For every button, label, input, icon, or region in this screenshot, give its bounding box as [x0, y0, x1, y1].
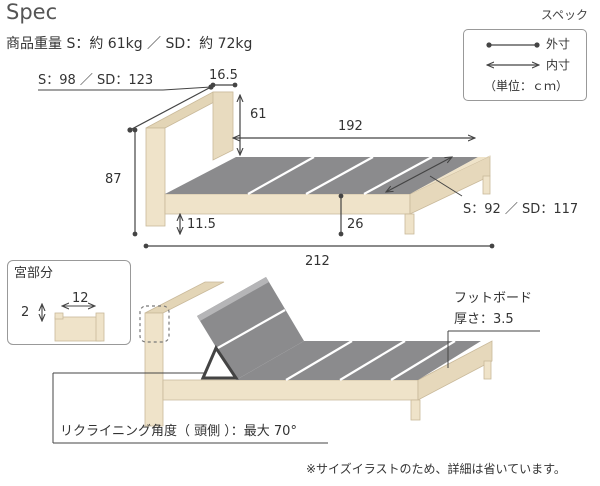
- bottom-reclined-back-edge: [197, 277, 269, 321]
- dim-slat-height: [338, 193, 344, 237]
- top-leg-back: [482, 175, 491, 195]
- footboard-thickness: 厚さ：3.5: [454, 312, 514, 327]
- dim-slat-height-label: 26: [347, 217, 364, 232]
- bottom-slat-gap: [390, 340, 456, 381]
- dim-inner-width: [386, 157, 463, 197]
- page-subtitle: スペック: [540, 8, 588, 22]
- footnote: ※サイズイラストのため、詳細は省いています。: [306, 462, 566, 476]
- recline-angle-label: リクライニング角度（ 頭側 ）：最大 70°: [60, 424, 297, 439]
- bottom-frame-end: [417, 340, 493, 401]
- inset-dim-height: 2: [21, 305, 30, 320]
- top-slat-gap: [305, 156, 374, 195]
- bottom-headboard-front: [144, 312, 164, 427]
- bottom-bed: [144, 277, 493, 427]
- top-frame-side: [164, 193, 411, 215]
- top-leg-front: [404, 213, 415, 235]
- detail-inset-box: [7, 260, 131, 345]
- bottom-leg-back: [483, 360, 492, 380]
- product-weight: 商品重量 S：約 61kg ／ SD：約 72kg: [6, 36, 253, 52]
- dim-headboard-depth: [210, 82, 238, 88]
- recline-angle-marker: [200, 344, 239, 380]
- dim-height-label: 87: [105, 172, 122, 187]
- top-slat-gap: [247, 156, 315, 195]
- legend-unit: （単位：ｃｍ）: [484, 79, 569, 93]
- top-bed: [145, 91, 491, 235]
- bottom-slat-area: [236, 341, 481, 380]
- dim-length-label: 212: [305, 254, 330, 269]
- footboard-label: フットボード: [454, 291, 533, 306]
- inset-dim-width: 12: [72, 291, 89, 306]
- dim-inner-length-label: 192: [338, 119, 363, 134]
- inset-title: 宮部分: [14, 266, 54, 281]
- dim-headboard-above-slats-label: 61: [250, 107, 267, 122]
- dim-leg-clearance-label: 11.5: [187, 217, 216, 232]
- legend-box: [463, 29, 587, 101]
- bottom-slat-gap: [285, 340, 353, 381]
- bottom-frame-side: [162, 379, 419, 401]
- recline-leader: [52, 372, 328, 444]
- top-headboard-back: [212, 91, 234, 161]
- top-headboard-front: [145, 127, 166, 227]
- inset-diagram: [42, 304, 105, 342]
- legend-inner-label: 内寸: [546, 58, 571, 72]
- legend-outer-line: [486, 42, 540, 48]
- dim-length: [143, 243, 495, 249]
- bottom-slat-gap: [339, 340, 406, 381]
- dim-inner-width-label: S：92 ／ SD：117: [463, 202, 579, 217]
- dim-headboard-depth-label: 16.5: [209, 68, 238, 83]
- headboard-detail-marker: [139, 305, 170, 343]
- dim-height: [132, 127, 138, 237]
- page-title: Spec: [6, 0, 58, 24]
- dim-width-label: S：98 ／ SD：123: [38, 73, 154, 88]
- bottom-leg-front: [410, 399, 421, 421]
- footboard-leader: [447, 330, 540, 368]
- legend-outer-label: 外寸: [546, 37, 571, 51]
